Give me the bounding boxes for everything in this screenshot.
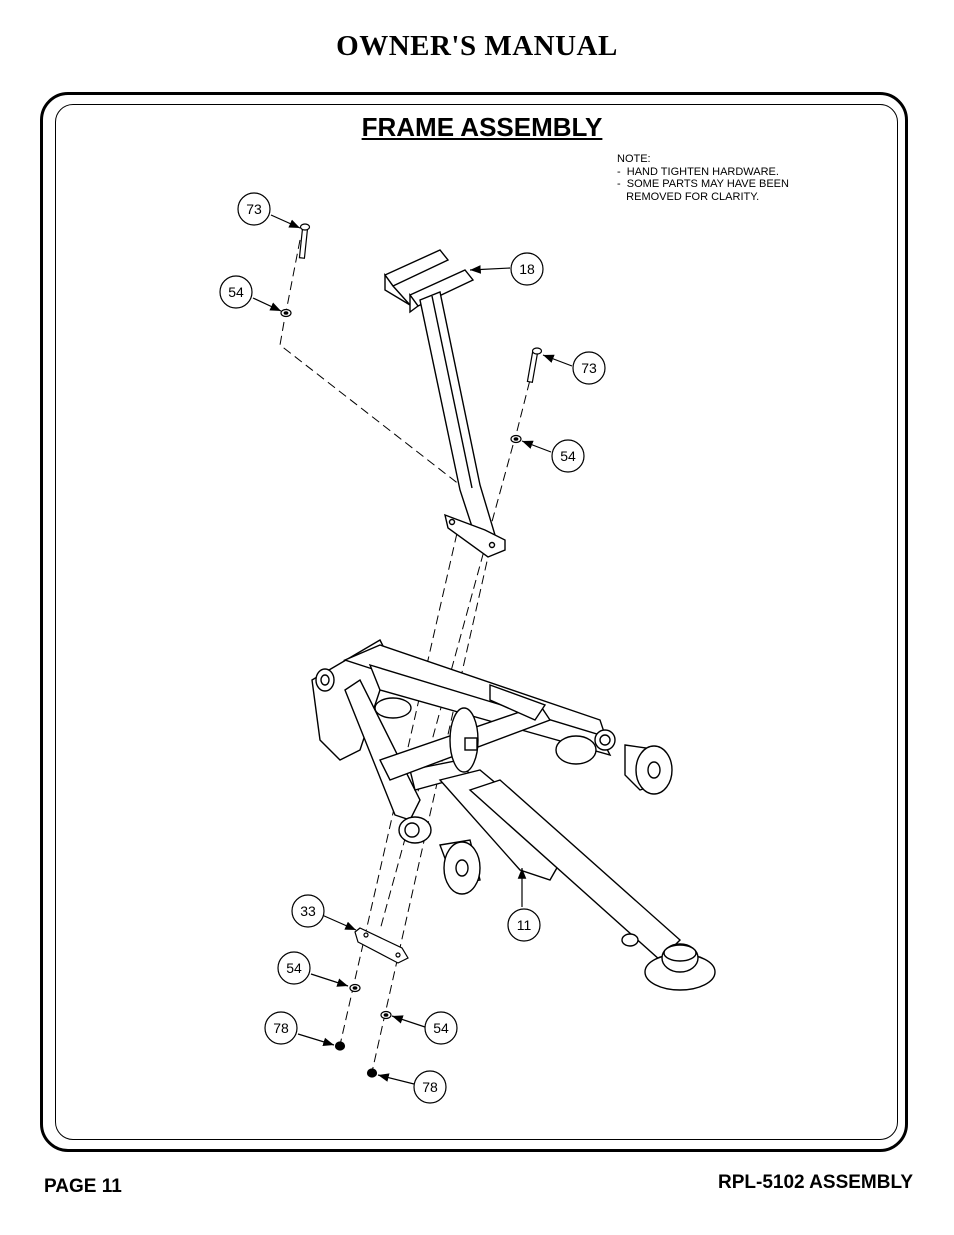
note-line-2: - SOME PARTS MAY HAVE BEEN (617, 178, 789, 190)
manual-title: OWNER'S MANUAL (336, 30, 618, 62)
outer-border (40, 92, 908, 1152)
callout-leaders (252, 214, 573, 1085)
note-line-3: REMOVED FOR CLARITY. (617, 190, 760, 203)
callout-label: 54 (286, 960, 302, 976)
hardware (280, 223, 543, 1078)
inner-border (55, 104, 898, 1140)
callout-78-right (413, 1070, 447, 1104)
callout-73-right (572, 351, 606, 385)
callout-54-top (219, 275, 253, 309)
model-label: RPL-5102 ASSEMBLY (718, 1172, 913, 1193)
base-frame-part-11 (311, 639, 716, 991)
callout-label: 33 (300, 903, 316, 919)
callout-78-left (264, 1011, 298, 1045)
callout-labels: 73 54 18 73 54 11 33 54 54 78 78 (228, 201, 597, 1095)
section-title: FRAME ASSEMBLY (361, 112, 603, 142)
callout-label: 73 (581, 360, 597, 376)
callout-label: 78 (422, 1079, 438, 1095)
callout-label: 11 (517, 917, 532, 933)
page-number: PAGE 11 (44, 1176, 122, 1197)
callout-18 (510, 252, 544, 286)
callout-33 (291, 894, 325, 928)
callout-54-right (551, 439, 585, 473)
callout-label: 54 (433, 1020, 449, 1036)
note-line-1: - HAND TIGHTEN HARDWARE. (617, 165, 779, 178)
callout-label: 78 (273, 1020, 289, 1036)
callout-bubbles (219, 192, 606, 1104)
callout-54-lower-right (424, 1011, 458, 1045)
callout-label: 18 (519, 261, 535, 277)
callout-label: 54 (228, 284, 244, 300)
callout-label: 54 (560, 448, 576, 464)
upright-post-part-18 (383, 249, 506, 558)
callout-73-top (237, 192, 271, 226)
callout-11 (507, 908, 541, 942)
note-heading: NOTE: (617, 153, 651, 165)
assembly-note: NOTE: - HAND TIGHTEN HARDWARE. - SOME PA… (617, 153, 789, 203)
callout-54-lower-left (277, 951, 311, 985)
callout-label: 73 (246, 201, 262, 217)
